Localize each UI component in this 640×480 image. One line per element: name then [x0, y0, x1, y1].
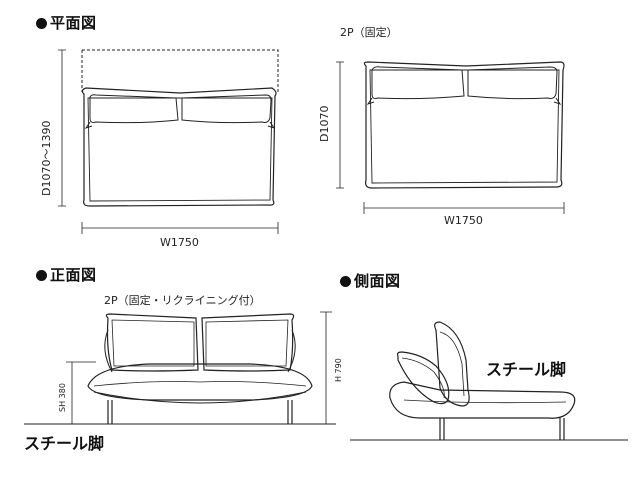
side-seat	[389, 381, 576, 419]
side-seat-seam	[403, 399, 567, 404]
front-seat-seam	[93, 381, 307, 387]
bullet-dot-icon	[36, 270, 47, 281]
plan-back-cushion-left	[89, 94, 179, 124]
front-subtitle: 2P（固定・リクライニング付）	[104, 294, 261, 307]
front-height-label: H 790	[334, 358, 343, 382]
side-back-upright-inner	[439, 331, 465, 397]
front-seat-cushion	[87, 363, 313, 401]
plan-title: 平面図	[50, 14, 97, 32]
plan-2p-depth-label: D1070	[318, 105, 331, 142]
front-leg-left	[107, 400, 113, 424]
plan-heading: 平面図	[36, 12, 97, 33]
plan-2p-tuck-right	[553, 97, 562, 105]
front-h-dim-line	[320, 311, 332, 424]
plan-2p-title: 2P（固定）	[340, 26, 398, 39]
front-view-drawing	[24, 311, 336, 425]
bullet-dot-icon	[36, 18, 47, 29]
plan-tuck-right	[267, 121, 276, 129]
plan-tuck-left	[84, 121, 93, 129]
front-arm-right	[287, 329, 296, 373]
side-leg-back	[559, 418, 565, 440]
plan-2p-seat-inner	[369, 69, 560, 184]
side-title: 側面図	[354, 272, 401, 290]
plan-2p-seat-outline	[363, 61, 565, 189]
front-seat-height-label: SH 380	[58, 383, 67, 412]
plan-2p-width-label: W1750	[444, 214, 483, 227]
front-title: 正面図	[50, 266, 97, 284]
front-back-inner-left	[111, 319, 195, 367]
side-view-drawing	[350, 321, 628, 441]
plan-2p-back-left	[371, 66, 465, 100]
front-base	[93, 391, 307, 404]
front-leg-label: スチール脚	[24, 434, 105, 453]
side-back-reclined-inner	[401, 357, 445, 399]
plan-depth-label: D1070〜1390	[40, 120, 53, 196]
front-sh-dim-line	[66, 361, 96, 424]
front-leg-right	[287, 400, 293, 424]
front-back-cushion-right	[201, 313, 295, 372]
plan-2p-width-dim-line	[363, 202, 565, 214]
side-back-reclined	[396, 351, 450, 405]
plan-extension-dashed	[81, 49, 279, 92]
side-leg-label: スチール脚	[486, 360, 567, 379]
plan-width-dim-line	[81, 222, 279, 234]
plan-view-drawing	[58, 49, 279, 234]
front-heading: 正面図	[36, 264, 97, 285]
plan-depth-dim-line	[58, 49, 66, 207]
plan-seat-inner	[87, 97, 273, 202]
plan-2p-tuck-left	[366, 97, 375, 105]
side-leg-front	[439, 418, 445, 440]
bullet-dot-icon	[340, 276, 351, 287]
side-heading: 側面図	[340, 270, 401, 291]
plan-2p-back-right	[467, 66, 558, 100]
plan-2p-drawing	[336, 61, 565, 214]
front-back-cushion-left	[105, 313, 199, 372]
plan-width-label: W1750	[160, 236, 199, 249]
plan-2p-depth-dim-line	[336, 61, 344, 189]
front-arm-left	[104, 329, 113, 373]
front-back-inner-right	[205, 319, 289, 367]
plan-seat-outline	[81, 87, 277, 207]
plan-back-cushion-right	[181, 94, 272, 124]
